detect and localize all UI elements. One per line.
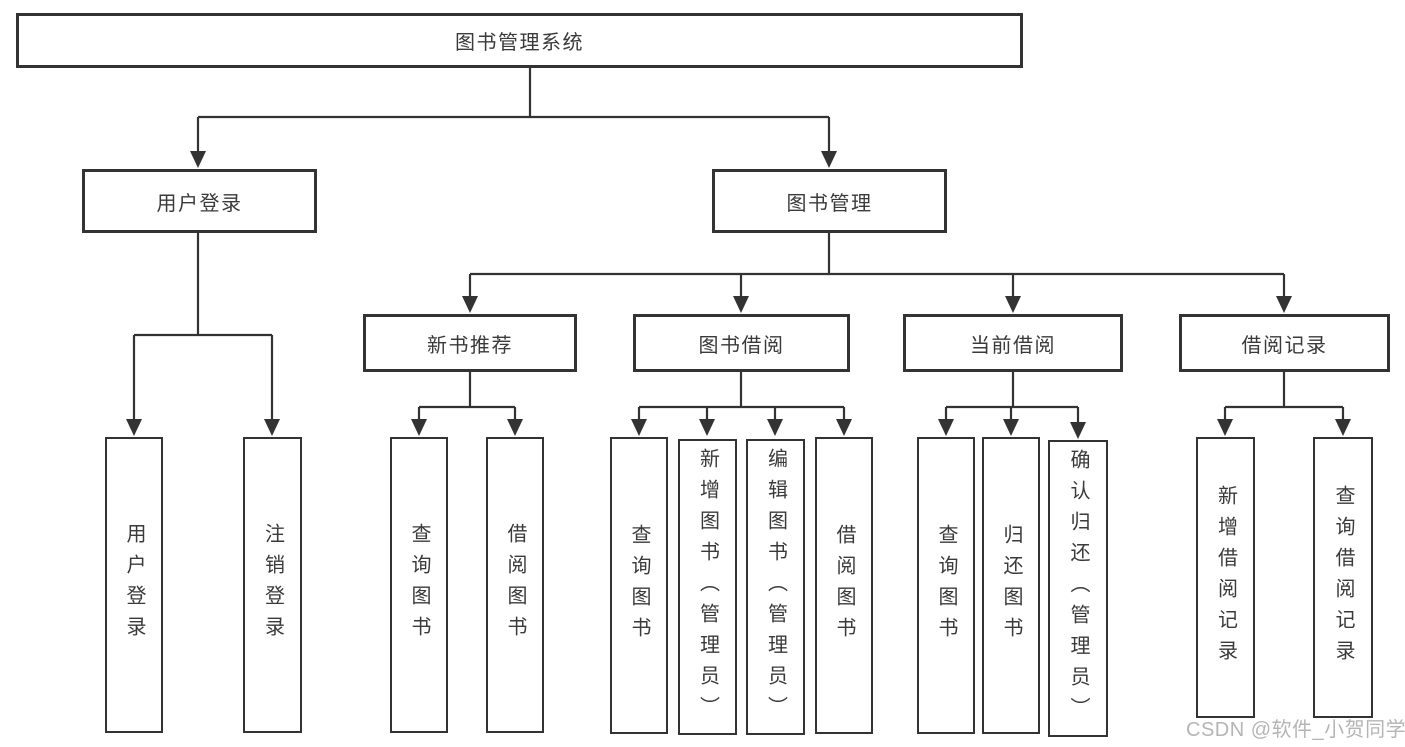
node-label: 用户登录 bbox=[123, 523, 145, 647]
leaf-records-add-record: 新增借阅记录 bbox=[1196, 437, 1255, 718]
arrowheads bbox=[126, 151, 1351, 439]
node-label: 归还图书 bbox=[1000, 523, 1022, 648]
leaf-borrowing-borrow-book: 借阅图书 bbox=[815, 437, 873, 734]
node-label: 借阅图书 bbox=[833, 523, 855, 648]
node-user-login: 用户登录 bbox=[82, 169, 317, 233]
node-label: 编辑图书（管理员） bbox=[764, 447, 787, 727]
node-label: 借阅图书 bbox=[504, 523, 526, 647]
node-label: 新增图书（管理员） bbox=[696, 447, 719, 727]
leaf-newbook-query-book: 查询图书 bbox=[390, 437, 448, 733]
leaf-logout: 注销登录 bbox=[243, 437, 302, 733]
node-label: 图书借阅 bbox=[698, 334, 785, 357]
node-label: 新书推荐 bbox=[427, 334, 513, 357]
leaf-borrowing-edit-book-admin: 编辑图书（管理员） bbox=[746, 439, 805, 735]
leaf-current-return-book: 归还图书 bbox=[982, 437, 1040, 734]
leaf-newbook-borrow-book: 借阅图书 bbox=[486, 437, 544, 733]
node-label: 查询图书 bbox=[408, 523, 430, 647]
leaf-borrowing-query-book: 查询图书 bbox=[610, 437, 668, 734]
csdn-watermark: CSDN @软件_小贺同学 bbox=[1186, 719, 1405, 741]
node-new-book-recommendation: 新书推荐 bbox=[363, 314, 577, 372]
node-current-borrowing: 当前借阅 bbox=[903, 314, 1123, 372]
node-label: 当前借阅 bbox=[970, 334, 1056, 357]
leaf-records-query-record: 查询借阅记录 bbox=[1313, 437, 1373, 718]
leaf-current-confirm-return-admin: 确认归还（管理员） bbox=[1048, 440, 1108, 737]
node-label: 新增借阅记录 bbox=[1214, 484, 1237, 671]
node-label: 确认归还（管理员） bbox=[1067, 449, 1089, 728]
node-book-management: 图书管理 bbox=[712, 169, 947, 233]
leaf-user-login: 用户登录 bbox=[105, 437, 163, 733]
node-label: 查询借阅记录 bbox=[1332, 484, 1354, 671]
node-label: 图书管理系统 bbox=[455, 32, 584, 54]
node-borrowing-records: 借阅记录 bbox=[1179, 314, 1390, 372]
leaf-current-query-book: 查询图书 bbox=[917, 437, 975, 734]
node-label: 图书管理 bbox=[786, 192, 873, 215]
node-label: 注销登录 bbox=[261, 523, 284, 647]
node-library-management-system: 图书管理系统 bbox=[16, 13, 1023, 68]
node-book-borrowing: 图书借阅 bbox=[633, 314, 850, 372]
node-label: 查询图书 bbox=[628, 523, 650, 648]
node-label: 查询图书 bbox=[935, 523, 957, 648]
node-label: 用户登录 bbox=[156, 192, 243, 215]
leaf-borrowing-add-book-admin: 新增图书（管理员） bbox=[678, 439, 737, 735]
node-label: 借阅记录 bbox=[1241, 334, 1328, 357]
